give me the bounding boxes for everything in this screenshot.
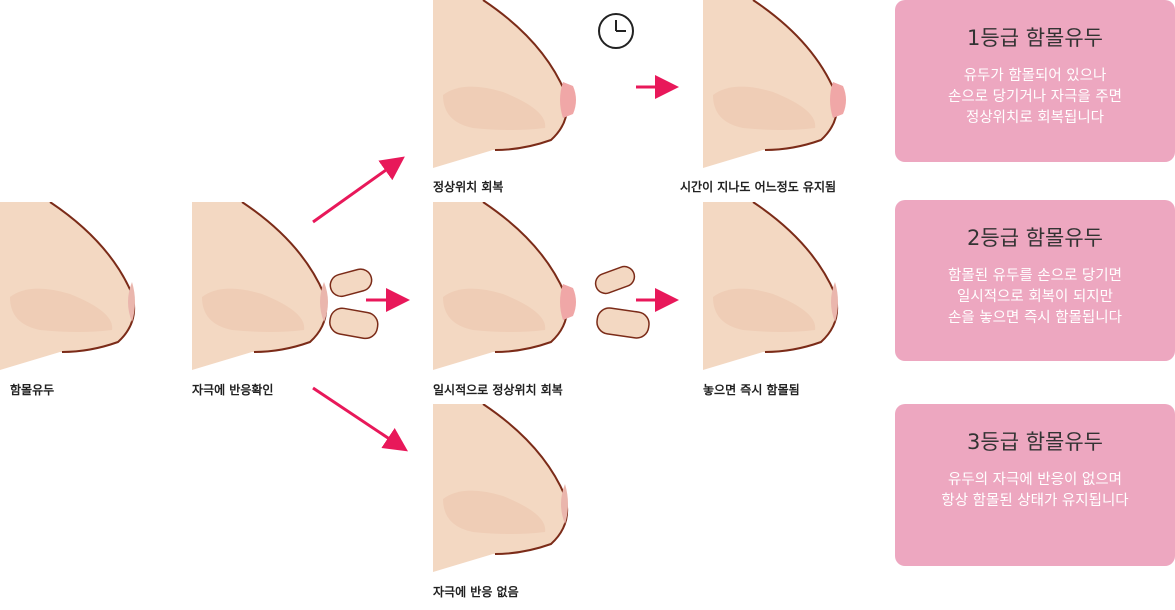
grade-desc-1-line-2: 손으로 당기거나 자극을 주면: [948, 89, 1122, 105]
panel-inverted: [0, 202, 145, 370]
panel-maintained: [703, 0, 848, 168]
caption-restored: 정상위치 회복: [433, 180, 504, 194]
grade-desc-3-line-2: 항상 함몰된 상태가 유지됩니다: [941, 493, 1129, 509]
caption-no-response: 자극에 반응 없음: [433, 585, 519, 599]
caption-inverted: 함몰유두: [10, 383, 55, 397]
grade-card-3: 3등급 함몰유두 유두의 자극에 반응이 없으며 항상 함몰된 상태가 유지됩니…: [895, 404, 1175, 566]
grade-desc-1-line-1: 유두가 함몰되어 있으나: [963, 68, 1107, 84]
grade-title-3: 3등급 함몰유두: [967, 430, 1103, 454]
caption-maintained: 시간이 지나도 어느정도 유지됨: [680, 180, 837, 194]
panel-restored: [433, 0, 578, 168]
arrow-to-no-response: [312, 386, 408, 452]
grade-desc-2-line-1: 함몰된 유두를 손으로 당기면: [948, 268, 1122, 284]
grade-desc-2-line-3: 손을 놓으면 즉시 함몰됩니다: [948, 310, 1122, 326]
caption-temporary: 일시적으로 정상위치 회복: [433, 383, 563, 397]
grade-desc-1-line-3: 정상위치로 회복됩니다: [965, 110, 1104, 126]
clock-icon: [598, 13, 634, 49]
grade-title-2: 2등급 함몰유두: [967, 226, 1103, 250]
grade-desc-3-line-1: 유두의 자극에 반응이 없으며: [948, 472, 1122, 488]
panel-immediate: [703, 202, 848, 370]
caption-stimulus: 자극에 반응확인: [192, 383, 274, 397]
grade-card-1: 1등급 함몰유두 유두가 함몰되어 있으나 손으로 당기거나 자극을 주면 정상…: [895, 0, 1175, 162]
panel-no-response: [433, 404, 578, 572]
grade-desc-2-line-2: 일시적으로 회복이 되지만: [957, 289, 1113, 305]
caption-immediate: 놓으면 즉시 함몰됨: [703, 383, 800, 397]
grade-card-2: 2등급 함몰유두 함몰된 유두를 손으로 당기면 일시적으로 회복이 되지만 손…: [895, 200, 1175, 361]
panel-stimulus: [192, 202, 382, 370]
panel-temporary: [433, 202, 578, 370]
grade-title-1: 1등급 함몰유두: [967, 26, 1103, 50]
